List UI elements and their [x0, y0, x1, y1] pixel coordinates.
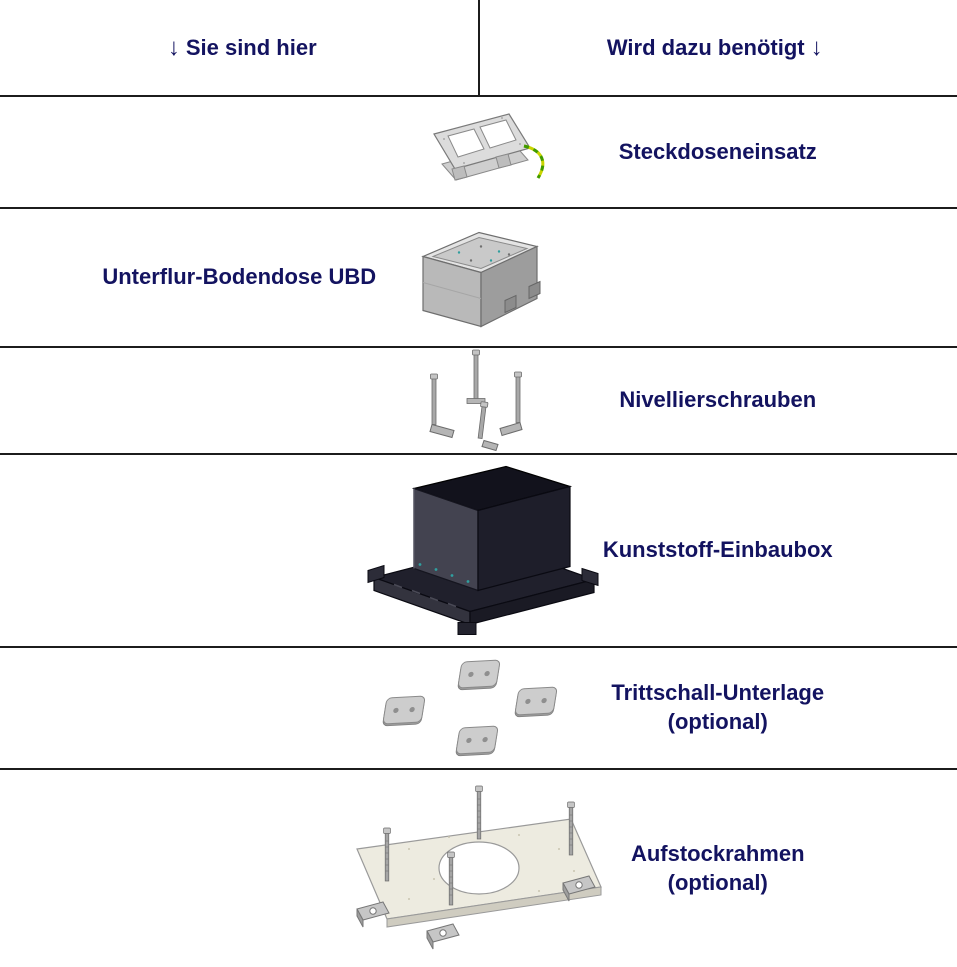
row2-label: Unterflur-Bodendose UBD [102, 264, 377, 290]
down-arrow-icon: ↓ [167, 33, 180, 61]
down-arrow-icon: ↓ [810, 33, 823, 61]
row1-label: Steckdoseneinsatz [618, 138, 817, 164]
row2-right-cell [479, 209, 957, 346]
row5-label: Trittschall-Unterlage(optional) [611, 680, 825, 734]
needed-for-this-text: Wird dazu benötigt [606, 34, 805, 60]
row3-label: Nivellierschrauben [619, 387, 817, 413]
row5-right-cell: Trittschall-Unterlage(optional) [479, 648, 957, 768]
impact-sound-pads-product[interactable] [374, 654, 584, 762]
row-steckdoseneinsatz: Steckdoseneinsatz [0, 97, 957, 209]
row3-right-cell: Nivellierschrauben [479, 348, 957, 453]
row6-right-cell: Aufstockrahmen(optional) [479, 770, 957, 967]
row4-right-cell: Kunststoff-Einbaubox [479, 455, 957, 646]
header-row: ↓Sie sind hier Wird dazu benötigt↓ [0, 0, 957, 97]
row-trittschall-unterlage: Trittschall-Unterlage(optional) [0, 648, 957, 770]
row-kunststoff-einbaubox: Kunststoff-Einbaubox [0, 455, 957, 648]
row4-label: Kunststoff-Einbaubox [602, 537, 833, 563]
header-right-cell: Wird dazu benötigt↓ [479, 0, 957, 95]
underfloor-box-product[interactable] [409, 220, 549, 335]
row-nivellierschrauben: Nivellierschrauben [0, 348, 957, 455]
impact-sound-pads-image [381, 659, 558, 757]
row-aufstockrahmen: Aufstockrahmen(optional) [0, 770, 957, 967]
header-column-divider [477, 0, 480, 95]
you-are-here-heading: ↓Sie sind hier [162, 34, 317, 62]
plastic-mounting-box-image [367, 465, 598, 635]
raising-frame-image [355, 785, 602, 949]
leveling-screws-product[interactable] [404, 348, 554, 453]
underfloor-box-image [420, 231, 540, 327]
leveling-screws-image [428, 349, 523, 451]
row1-right-cell: Steckdoseneinsatz [479, 97, 957, 207]
row6-label: Aufstockrahmen(optional) [630, 840, 805, 895]
socket-insert-product[interactable] [404, 106, 554, 198]
socket-insert-image [432, 113, 544, 181]
you-are-here-text: Sie sind hier [185, 34, 317, 60]
row2-left-cell: Unterflur-Bodendose UBD [0, 209, 479, 346]
needed-for-this-heading: Wird dazu benötigt↓ [607, 34, 829, 62]
row-unterflur-bodendose: Unterflur-Bodendose UBD [0, 209, 957, 348]
plastic-mounting-box-product[interactable] [354, 458, 604, 643]
header-left-cell: ↓Sie sind hier [0, 0, 479, 95]
raising-frame-product[interactable] [339, 779, 619, 959]
